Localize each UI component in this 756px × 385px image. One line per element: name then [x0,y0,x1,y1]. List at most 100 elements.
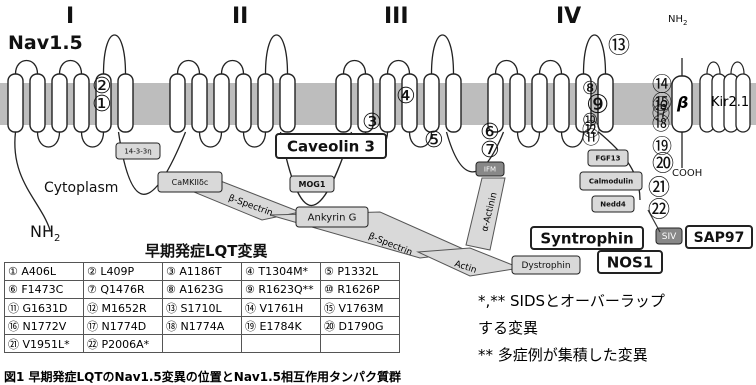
mutation-site-marker: ㉑ [648,178,670,200]
legend-line-1: *,** SIDSとオーバーラップ [478,290,665,311]
table-cell: ⑰ N1774D [84,317,163,335]
table-cell: ⑪ G1631D [5,299,84,317]
tm-loop-4-4 [562,132,584,147]
table-cell: ⑱ N1774A [163,317,242,335]
mutation-site-marker: ④ [396,86,416,108]
table-cell: ③ A1186T [163,263,242,281]
tm-loop-4-1 [496,61,518,75]
tm-loop-2-3 [222,61,244,75]
protein-label-ankyrin: Ankyrin G [308,213,357,224]
tm-loop-1-1 [16,61,38,75]
mutation-site-marker: ㉒ [648,200,670,222]
table-cell: ⑳ D1790G [321,317,400,335]
beta-n-terminus-label: NH2 [668,14,687,27]
domain-label-II: II [232,4,248,29]
table-cell: ⑤ P1332L [321,263,400,281]
tm-loop-4-5 [584,35,606,74]
mutation-site-marker: ⑳ [652,154,674,176]
mutation-site-marker: ⑬ [608,36,630,58]
tm-loop-4-2 [518,132,540,147]
protein-label-siv: SIV [662,232,677,242]
tm-segment-1-1 [8,74,23,132]
table-cell: ⑥ F1473C [5,281,84,299]
tm-loop-3-5 [432,35,454,74]
tm-loop-2-5 [266,35,288,74]
table-cell: ① A406L [5,263,84,281]
protein-label-camk: CaMKIIδc [172,178,209,187]
tm-loop-4-3 [540,61,562,75]
tm-segment-3-6 [446,74,461,132]
tm-loop-1-5 [104,35,126,74]
mutation-site-marker: ② [92,76,112,98]
table-cell [242,335,321,353]
table-cell: ⑦ Q1476R [84,281,163,299]
tm-loop-1-3 [60,61,82,75]
table-cell: ⑬ S1710L [163,299,242,317]
protein-label-nos1: NOS1 [607,253,654,271]
protein-label-fgf13: FGF13 [595,155,620,163]
tm-segment-3-5 [424,74,439,132]
table-cell: ② L409P [84,263,163,281]
table-cell: ⑮ V1763M [321,299,400,317]
channel-name: Nav1.5 [8,32,83,54]
protein-label-sap97: SAP97 [694,230,745,246]
table-row: ㉑ V1951L*㉒ P2006A* [5,335,400,353]
tm-loop-2-4 [244,132,266,147]
tm-loop-2-2 [200,132,222,147]
protein-label-p1433: 14-3-3η [124,148,151,156]
protein-label-syntrophin: Syntrophin [540,229,633,247]
mutation-site-marker: ⑫ [582,122,600,140]
tm-segment-1-6 [118,74,133,132]
table-cell: ⑩ R1626P [321,281,400,299]
table-cell: ⑨ R1623Q** [242,281,321,299]
table-cell: ⑧ A1623G [163,281,242,299]
tm-segment-4-4 [554,74,569,132]
table-cell: ㉑ V1951L* [5,335,84,353]
table-cell [321,335,400,353]
tm-loop-1-4 [82,132,104,147]
cytoplasm-label: Cytoplasm [44,180,118,196]
domain-label-IV: IV [556,4,581,29]
mutation-site-marker: ⑦ [480,140,500,162]
tm-segment-2-2 [192,74,207,132]
kir21-label: Kir2.1 [711,95,749,110]
tm-loop-3-1 [344,61,366,75]
cooh-label: COOH [672,168,702,179]
tm-loop-1-2 [38,132,60,147]
mutation-site-marker: ⑤ [424,130,444,152]
legend-line-2: する変異 [478,317,538,338]
protein-label-calmodulin: Calmodulin [589,178,633,186]
tm-segment-2-1 [170,74,185,132]
protein-label-dystrophin: Dystrophin [521,261,570,271]
protein-label-caveolin: Caveolin 3 [287,137,375,155]
beta-label: β [676,93,688,112]
protein-label-ifm: IFM [484,166,496,174]
table-cell: ⑫ M1652R [84,299,163,317]
figure-caption: 図1 早期発症LQTのNav1.5変異の位置とNav1.5相互作用タンパク質群 [4,368,401,385]
tm-segment-1-4 [74,74,89,132]
n-terminus-label: NH2 [30,222,60,244]
tm-segment-1-3 [52,74,67,132]
tm-segment-2-4 [236,74,251,132]
table-title: 早期発症LQT変異 [145,240,268,261]
tm-segment-2-6 [280,74,295,132]
tm-loop-2-1 [178,61,200,75]
table-cell: ④ T1304M* [242,263,321,281]
protein-label-nedd4: Nedd4 [600,201,626,209]
table-cell: ㉒ P2006A* [84,335,163,353]
legend-line-3: ** 多症例が集積した変異 [478,344,648,365]
domain-label-I: I [66,4,74,29]
table-cell: ⑲ E1784K [242,317,321,335]
tm-segment-3-3 [380,74,395,132]
protein-label-mog1: MOG1 [299,180,326,189]
mutation-site-marker: ⑱ [652,116,670,134]
tm-segment-1-2 [30,74,45,132]
domain-label-III: III [384,4,409,29]
tm-segment-2-5 [258,74,273,132]
table-cell: ⑯ N1772V [5,317,84,335]
tm-segment-4-3 [532,74,547,132]
